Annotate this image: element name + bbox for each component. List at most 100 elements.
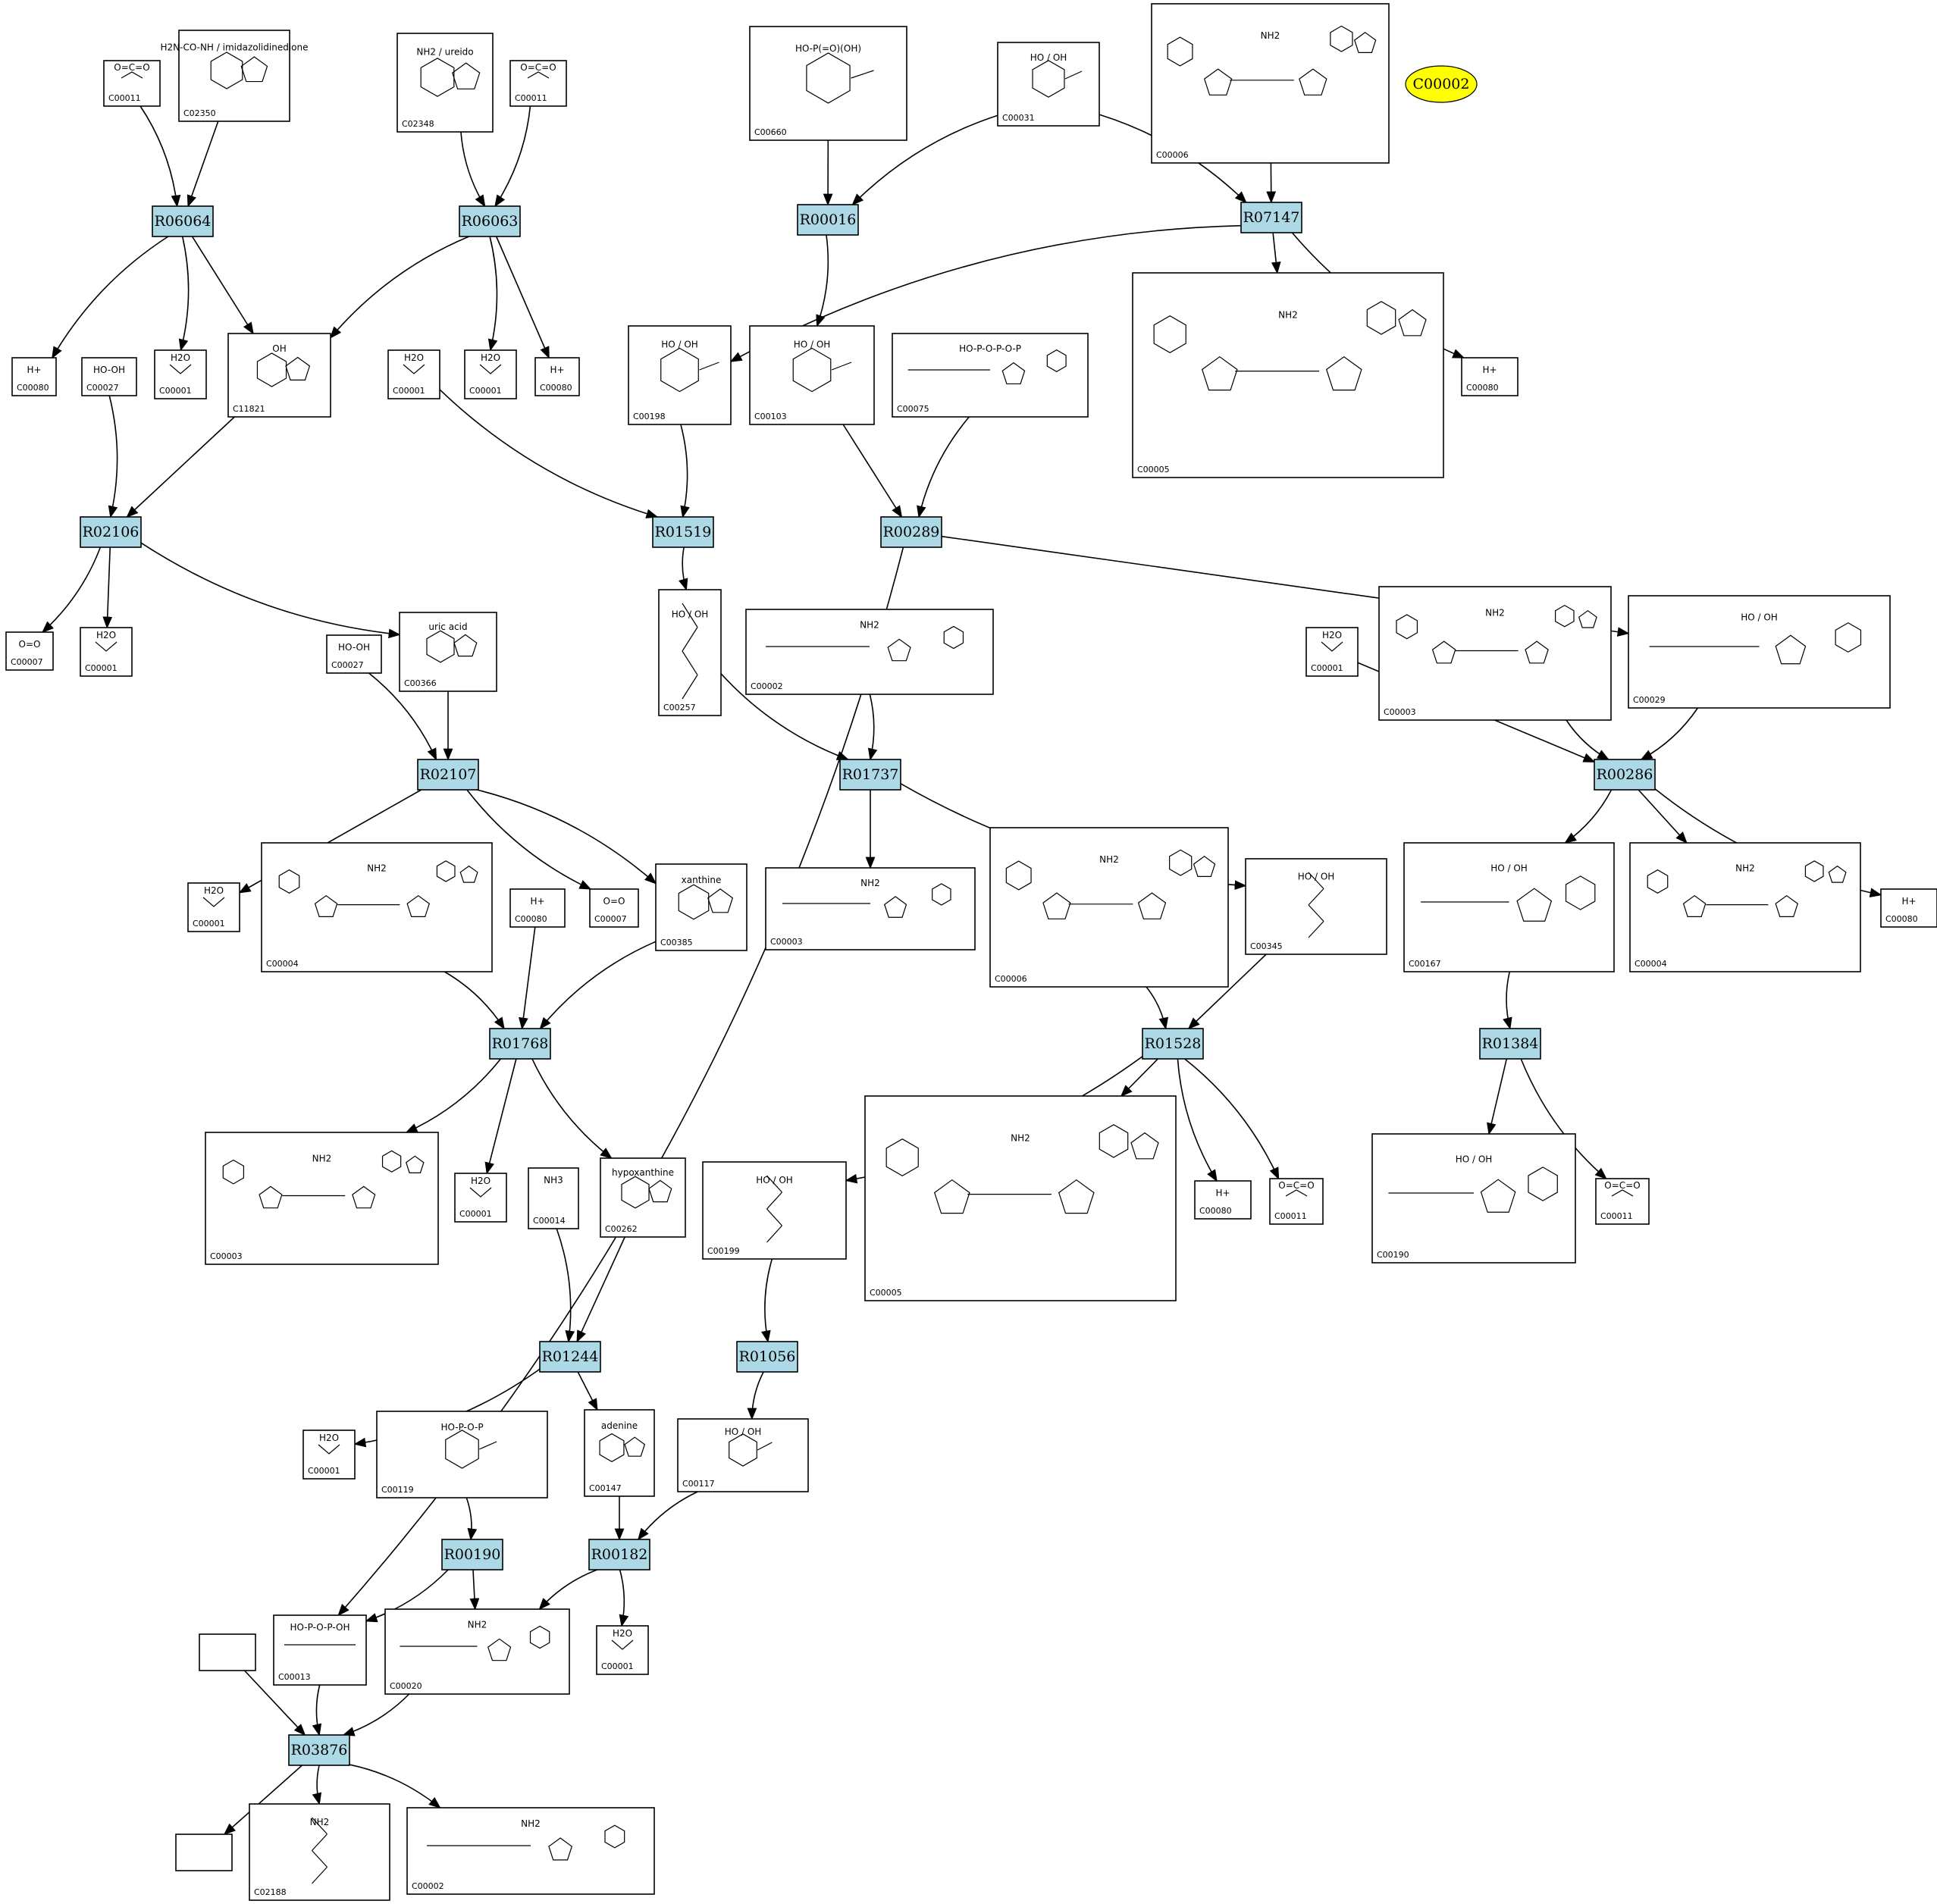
compound-node[interactable]: HO-P(=O)(OH)C00660 — [749, 26, 907, 141]
reaction-node[interactable]: R03876 — [288, 1734, 350, 1766]
reaction-edge — [484, 1058, 517, 1175]
compound-box — [205, 1132, 439, 1265]
reaction-node[interactable]: R01519 — [652, 516, 714, 548]
compound-box — [11, 357, 57, 396]
compound-id: C02350 — [183, 108, 216, 118]
compound-node[interactable]: H+C00080 — [11, 357, 57, 396]
compound-node[interactable]: H+C00080 — [1194, 1180, 1252, 1220]
reaction-node[interactable]: R00016 — [797, 204, 859, 236]
reaction-node[interactable]: R00286 — [1594, 759, 1656, 791]
compound-node[interactable]: H+C00080 — [534, 357, 580, 396]
compound-id: C00029 — [1633, 695, 1666, 705]
reaction-node[interactable]: R06063 — [459, 205, 521, 237]
reaction-node[interactable]: R02106 — [80, 516, 142, 548]
reaction-node[interactable]: R01737 — [839, 759, 901, 791]
compound-formula: NH2 — [310, 1817, 330, 1827]
reaction-node[interactable]: R07147 — [1240, 202, 1302, 233]
reaction-edge — [679, 546, 688, 591]
reaction-node[interactable]: R00190 — [441, 1539, 503, 1570]
reaction-node[interactable]: R01768 — [489, 1028, 551, 1060]
compound-node[interactable] — [175, 1834, 233, 1871]
compound-box — [273, 1614, 367, 1686]
compound-box — [1194, 1180, 1252, 1220]
compound-node[interactable]: H+C00080 — [1880, 888, 1937, 928]
compound-node[interactable]: H+C00080 — [509, 888, 566, 928]
reaction-edge — [487, 236, 498, 352]
reaction-edge — [52, 236, 169, 359]
reaction-edge — [1146, 986, 1169, 1030]
reaction-node[interactable]: R01244 — [539, 1341, 601, 1373]
compound-formula: HO-P-O-P — [440, 1422, 483, 1433]
compound-formula: H2O — [613, 1628, 632, 1639]
compound-node[interactable] — [199, 1633, 256, 1671]
reaction-node[interactable]: R02107 — [417, 759, 479, 791]
reaction-node[interactable]: R01056 — [736, 1341, 798, 1373]
compound-box — [81, 357, 137, 396]
structure-drawing — [318, 1444, 340, 1455]
compound-box — [227, 333, 331, 418]
highlighted-compound[interactable]: C00002 — [1405, 65, 1478, 103]
compound-node[interactable]: H+C00080 — [1461, 357, 1519, 396]
compound-formula: O=O — [603, 896, 625, 907]
reaction-node[interactable]: R01528 — [1142, 1028, 1204, 1060]
compound-id: C00020 — [390, 1681, 422, 1691]
compound-box — [464, 349, 517, 399]
reaction-node[interactable]: R00289 — [880, 516, 942, 548]
reaction-edge — [519, 926, 536, 1030]
reaction-node[interactable]: R00182 — [588, 1539, 650, 1570]
reaction-node[interactable]: R01384 — [1479, 1028, 1541, 1060]
reaction-node[interactable]: R06064 — [152, 205, 214, 237]
